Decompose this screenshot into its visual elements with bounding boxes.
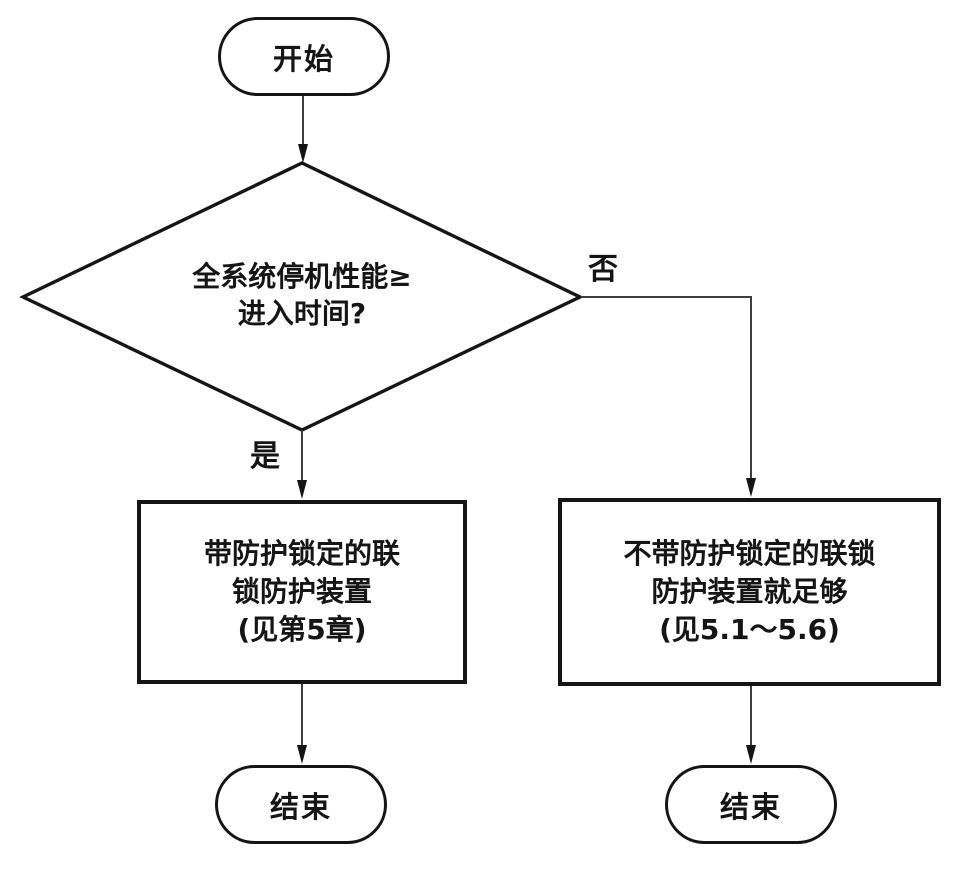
arrowhead-no-box bbox=[746, 478, 756, 497]
arrowhead-end-right bbox=[746, 745, 756, 764]
end-node-right-label: 结束 bbox=[719, 789, 782, 824]
arrowhead-end-left bbox=[297, 745, 307, 764]
no-process-node: 不带防护锁定的联锁 防护装置就足够 (见5.1～5.6) bbox=[558, 498, 941, 686]
start-node-label: 开始 bbox=[272, 41, 335, 76]
end-node-left-label: 结束 bbox=[269, 789, 332, 824]
start-node: 开始 bbox=[218, 17, 390, 96]
yes-edge-label: 是 bbox=[250, 439, 280, 474]
no-edge-label: 否 bbox=[588, 252, 618, 287]
edge-no bbox=[581, 296, 752, 482]
decision-node-text: 全系统停机性能≥ 进入时间? bbox=[192, 260, 412, 330]
arrowhead-yes-box bbox=[297, 480, 307, 499]
end-node-right: 结束 bbox=[665, 765, 837, 844]
arrowhead-decision bbox=[298, 144, 308, 163]
end-node-left: 结束 bbox=[215, 765, 387, 844]
yes-process-node: 带防护锁定的联 锁防护装置 (见第5章) bbox=[137, 500, 467, 684]
